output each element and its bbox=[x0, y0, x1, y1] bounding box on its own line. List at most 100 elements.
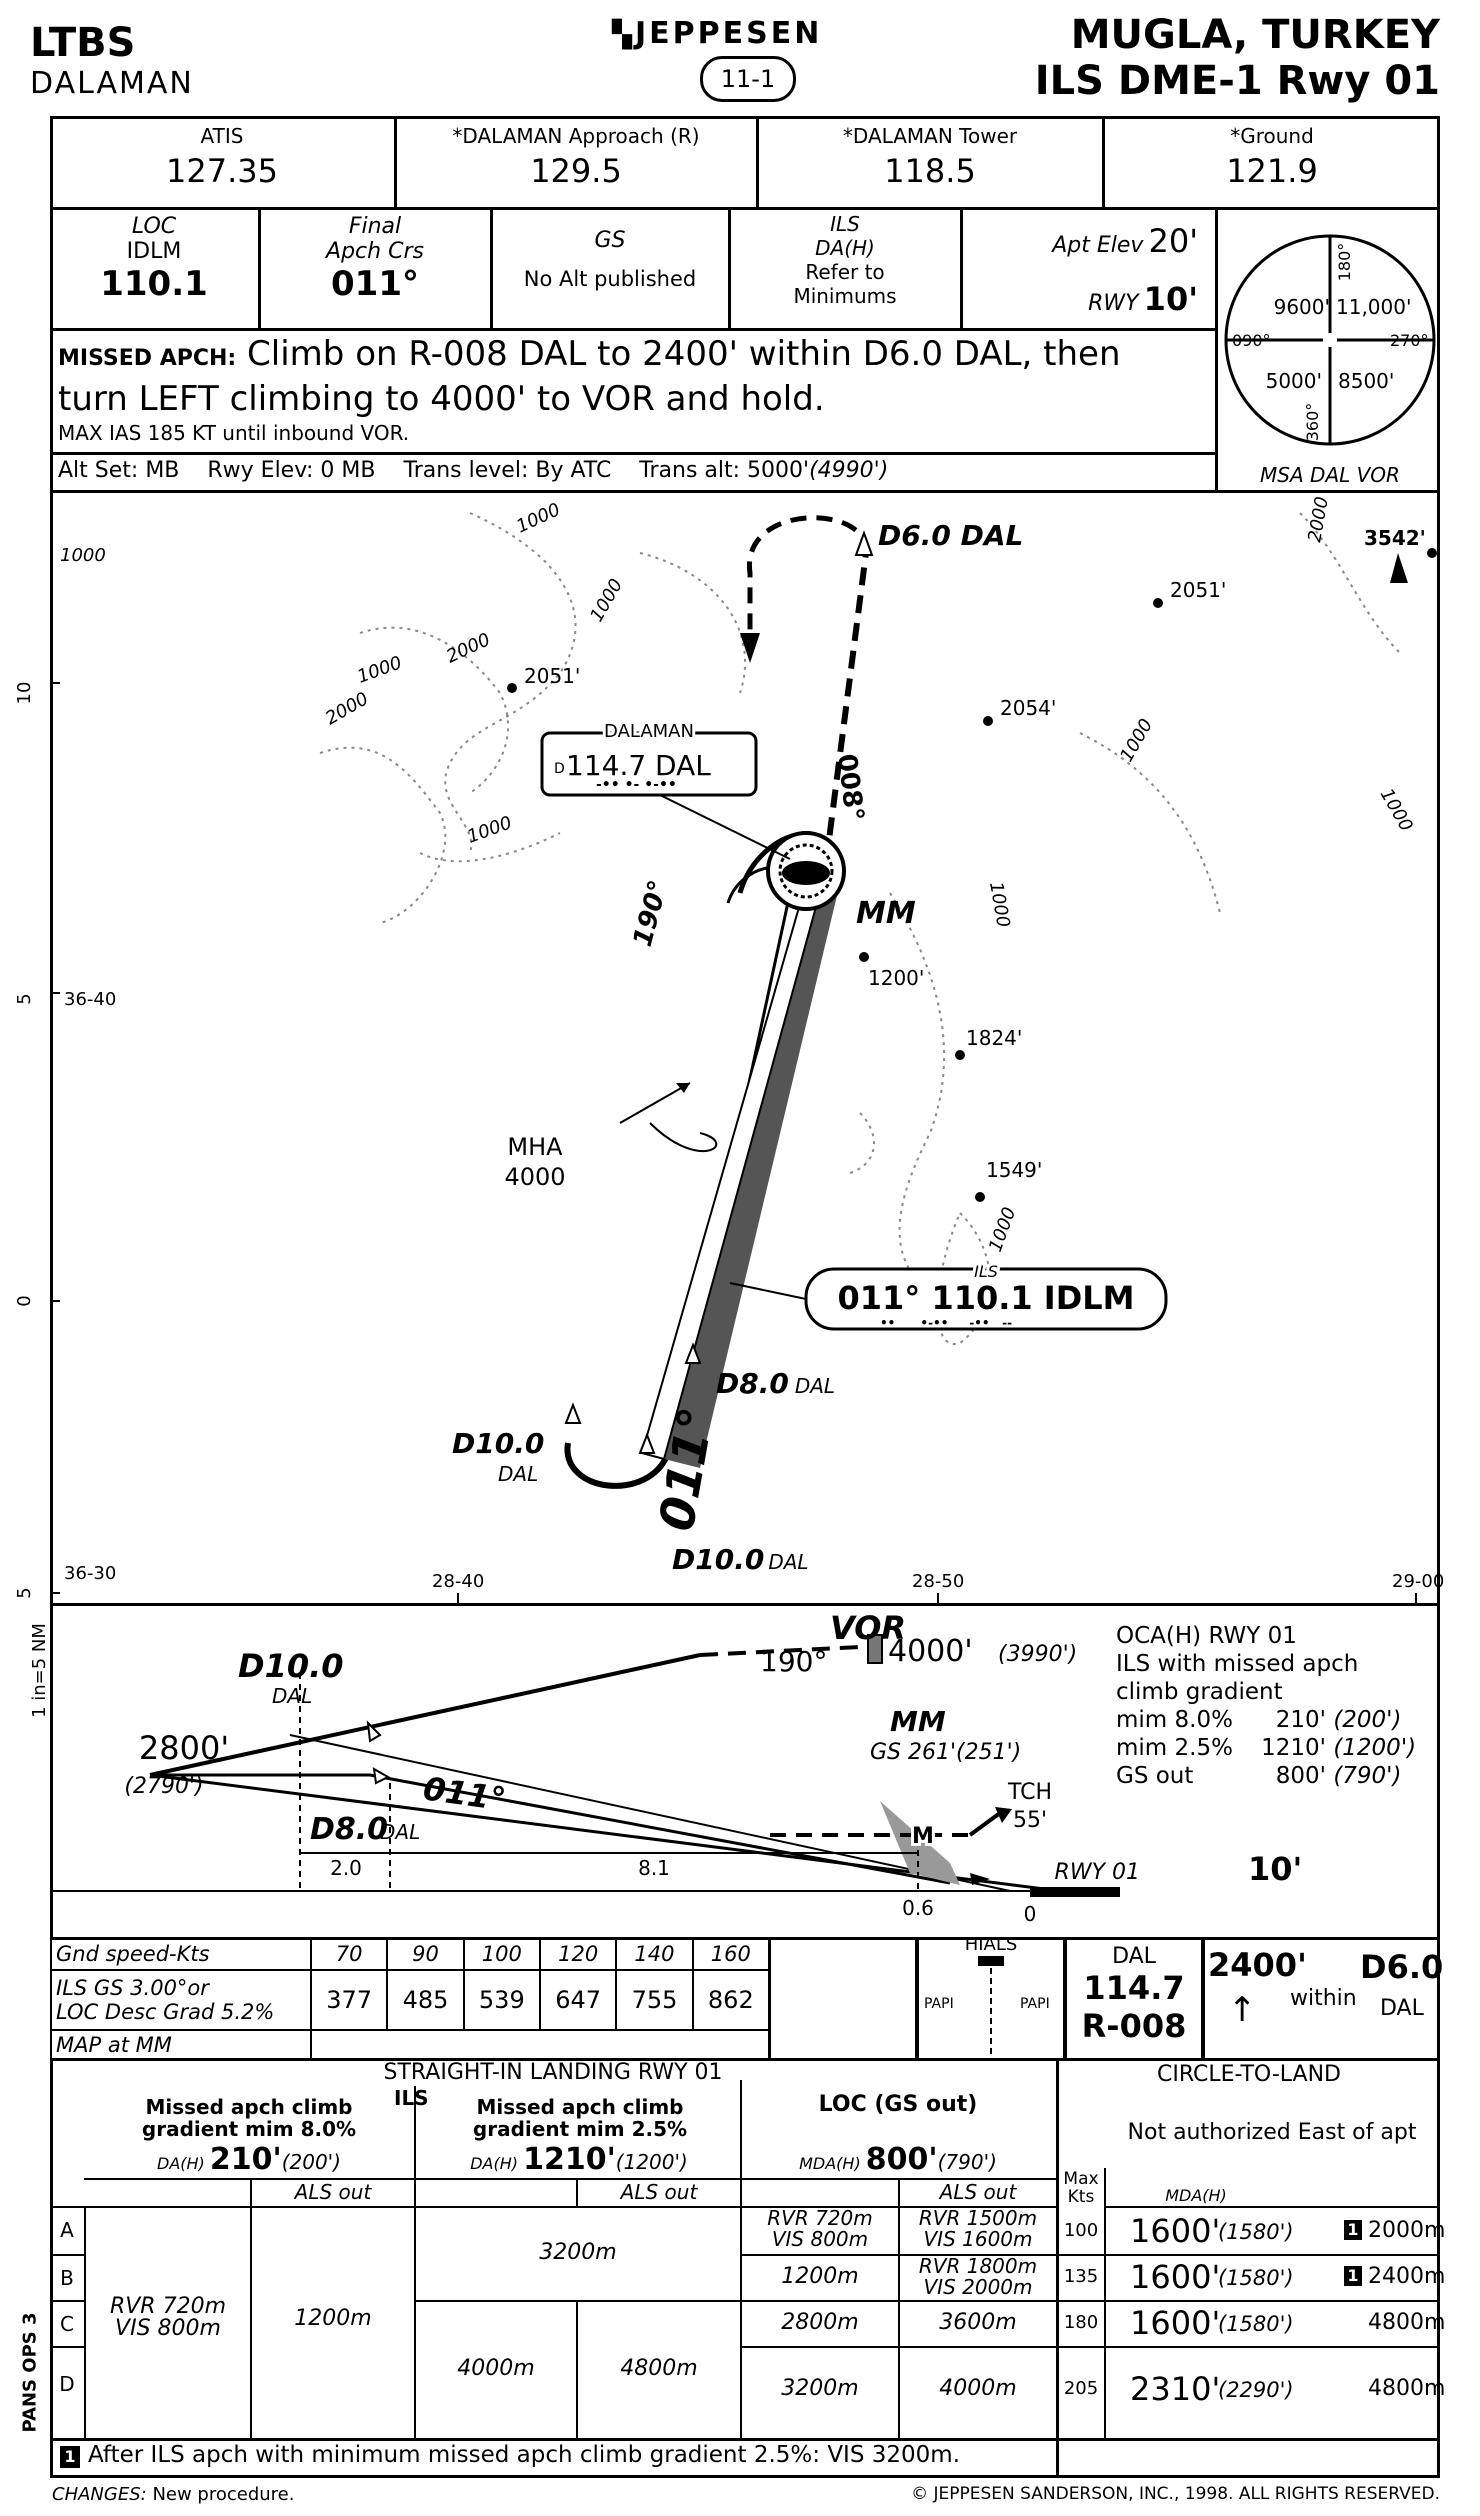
col2-da: DA(H) 1210'(1200') bbox=[470, 2142, 688, 2177]
airport-icao: LTBS bbox=[30, 20, 136, 66]
scale-label: 1 in=5 NM bbox=[28, 1623, 50, 1718]
mm-label: MM bbox=[856, 896, 916, 931]
note-1-icon: 1 bbox=[1344, 2266, 1362, 2286]
contour-label: 1000 bbox=[586, 575, 627, 625]
runway-light-line bbox=[990, 1968, 992, 2054]
missed-approach-text: MISSED APCH: Climb on R-008 DAL to 2400'… bbox=[58, 334, 1121, 445]
loc-b-full: 1200m bbox=[781, 2264, 859, 2289]
profile-alt-2800-paren: (2790') bbox=[124, 1774, 203, 1799]
contour-label: 1000 bbox=[355, 652, 405, 687]
plan-view-frame bbox=[50, 493, 1440, 1603]
profile-rwy-elev: 10' bbox=[1248, 1850, 1303, 1888]
msa-ne: 11,000' bbox=[1336, 295, 1411, 319]
profile-vor-alt-paren: (3990') bbox=[998, 1642, 1077, 1667]
final-course: Final Apch Crs 011° bbox=[326, 214, 424, 304]
col2-title: Missed apch climb gradient mim 2.5% bbox=[472, 2095, 688, 2141]
lon-28-50: 28-50 bbox=[912, 1571, 964, 1592]
profile-gs-mm: GS 261'(251') bbox=[870, 1740, 1021, 1765]
profile-vor: VOR bbox=[830, 1609, 906, 1647]
loc-a-full: RVR 720m VIS 800m bbox=[767, 2206, 873, 2251]
speed-table-spacer bbox=[768, 1937, 918, 2061]
hials-label: HIALS bbox=[964, 1934, 1018, 1955]
spot-height: 1549' bbox=[986, 1158, 1042, 1182]
profile-view: VOR 4000' (3990') 190° D10.0 DAL 2800' (… bbox=[50, 1609, 1140, 1926]
msa-360: 360° bbox=[1303, 403, 1322, 442]
profile-vor-alt: 4000' bbox=[888, 1634, 973, 1669]
lon-28-40: 28-40 bbox=[432, 1571, 484, 1592]
missed-alt: 2400' bbox=[1208, 1946, 1307, 1984]
profile-alt-2800: 2800' bbox=[139, 1729, 229, 1767]
circle-row: 100 1600' (1580') 1 2000m bbox=[1063, 2212, 1446, 2250]
scale-tick: 5 bbox=[14, 993, 35, 1004]
profile-tch-label: TCH bbox=[1007, 1780, 1052, 1805]
missed-dal: DAL 114.7 R-008 bbox=[1081, 1944, 1187, 2045]
spot-height: 2051' bbox=[524, 664, 580, 688]
loc-c-full: 2800m bbox=[781, 2310, 859, 2335]
contour-label: 2000 bbox=[443, 629, 493, 667]
circle-note: Not authorized East of apt bbox=[1127, 2120, 1417, 2145]
ils2-ab: 3200m bbox=[539, 2240, 617, 2265]
comm-tower: *DALAMAN Tower 118.5 bbox=[842, 124, 1018, 190]
scale-tick: 0 bbox=[14, 1295, 35, 1306]
contour-label: 1000 bbox=[985, 880, 1014, 929]
jeppesen-logo: ▚JEPPESEN bbox=[612, 16, 823, 51]
da-info: ILS DA(H) Refer to Minimums bbox=[793, 212, 897, 308]
loc-info: LOC IDLM 110.1 bbox=[100, 214, 208, 304]
loc-mda: MDA(H) 800'(790') bbox=[799, 2142, 997, 2177]
als-out-3: ALS out bbox=[939, 2180, 1017, 2204]
airport-city: DALAMAN bbox=[30, 66, 194, 101]
ils2-cd-als: 4800m bbox=[620, 2356, 698, 2381]
obstacle-arrow-icon bbox=[1390, 553, 1408, 583]
loc-title: LOC (GS out) bbox=[818, 2092, 978, 2117]
profile-dist-0-6: 0.6 bbox=[902, 1896, 934, 1920]
cat-a: A bbox=[60, 2218, 74, 2242]
ils-label: ILS bbox=[394, 2086, 429, 2110]
circle-row: 205 2310' (2290') 4800m bbox=[1063, 2370, 1446, 2408]
msa-diagram: 9600' 11,000' 5000' 8500' 180° 360° 090°… bbox=[1224, 234, 1436, 487]
profile-mm: MM bbox=[890, 1705, 946, 1738]
spot-height: 1824' bbox=[966, 1026, 1022, 1050]
d10-fix-hold-sub: DAL bbox=[498, 1462, 538, 1486]
apt-elev: Apt Elev 20' bbox=[1052, 222, 1198, 260]
loc-d-full: 3200m bbox=[781, 2376, 859, 2401]
location-title: MUGLA, TURKEY bbox=[1070, 12, 1440, 58]
plan-view: 1000 2000 1000 1000 2000 1000 1000 1000 … bbox=[14, 495, 1444, 1603]
navaid-freq: 114.7 DAL bbox=[566, 749, 711, 782]
copyright: © JEPPESEN SANDERSON, INC., 1998. ALL RI… bbox=[911, 2484, 1440, 2504]
ils1-full: RVR 720m VIS 800m bbox=[109, 2294, 227, 2341]
note-1-icon: 1 bbox=[1344, 2220, 1362, 2240]
col1-da: DA(H) 210'(200') bbox=[157, 2142, 341, 2177]
profile-course-190: 190° bbox=[760, 1645, 827, 1678]
contour-label: 1000 bbox=[465, 812, 515, 847]
svg-text:-•• •- •-••: -•• •- •-•• bbox=[596, 777, 677, 793]
cat-c: C bbox=[60, 2312, 74, 2336]
circle-row: 180 1600' (1580') 4800m bbox=[1063, 2304, 1446, 2342]
circle-row: 135 1600' (1580') 1 2400m bbox=[1063, 2258, 1446, 2296]
spot-height: 2054' bbox=[1000, 696, 1056, 720]
navaid-title: DALAMAN bbox=[604, 721, 694, 742]
missed-fix-sub: DAL bbox=[1380, 1996, 1424, 2021]
hials-bar-icon bbox=[978, 1956, 1004, 1966]
spot-height: 1200' bbox=[868, 966, 924, 990]
ils2-cd-full: 4000m bbox=[457, 2356, 535, 2381]
ils-box: 011° 110.1 IDLM bbox=[838, 1279, 1135, 1317]
cat-d: D bbox=[59, 2372, 75, 2396]
msa-label: MSA DAL VOR bbox=[1260, 463, 1400, 487]
profile-d8-sub: DAL bbox=[380, 1820, 420, 1844]
changes-note: CHANGES: New procedure. bbox=[52, 2484, 295, 2505]
oca-block: OCA(H) RWY 01 ILS with missed apch climb… bbox=[1116, 1623, 1417, 1789]
footnote-mark-icon: 1 bbox=[60, 2446, 80, 2468]
profile-d10: D10.0 bbox=[238, 1647, 344, 1685]
msa-se: 8500' bbox=[1338, 369, 1394, 393]
comm-approach: *DALAMAN Approach (R) 129.5 bbox=[452, 124, 700, 190]
pans-ops-label: PANS OPS 3 bbox=[19, 2312, 41, 2433]
navaid-prefix: D bbox=[554, 761, 565, 777]
msa-090: 090° bbox=[1232, 331, 1271, 350]
comm-ground: *Ground 121.9 bbox=[1226, 124, 1318, 190]
d10-fix-hold: D10.0 bbox=[452, 1427, 544, 1460]
missed-fix: D6.0 bbox=[1360, 1948, 1444, 1986]
profile-dist-2-0: 2.0 bbox=[330, 1856, 362, 1880]
contour-label: 2000 bbox=[1304, 495, 1333, 544]
